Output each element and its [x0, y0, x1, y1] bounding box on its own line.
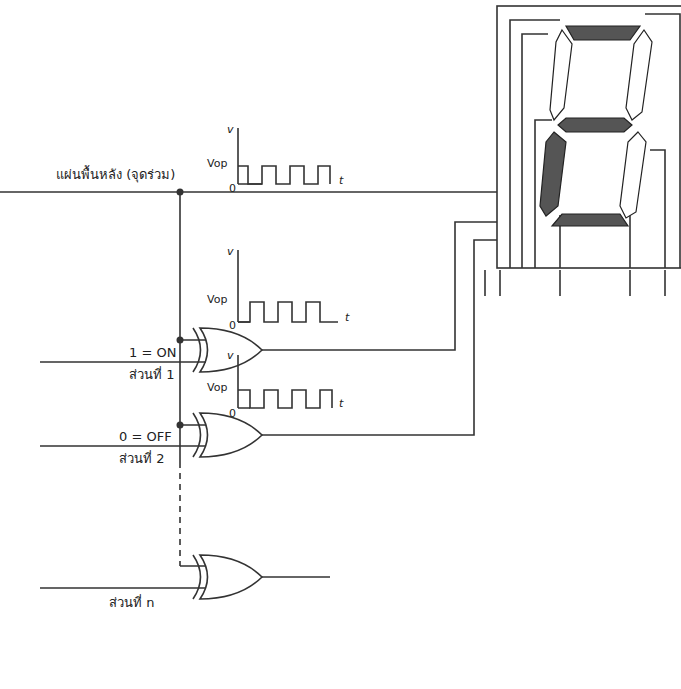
voltage-label: Vop — [206, 382, 228, 395]
segment-name: ส่วนที่ 1 — [128, 368, 175, 383]
waveform-axis — [238, 128, 262, 184]
square-wave — [238, 390, 332, 408]
backplane-line — [0, 191, 497, 193]
segment-g — [558, 118, 632, 132]
square-wave — [238, 166, 330, 184]
seven-segment-digit — [540, 26, 652, 226]
segment-b — [626, 30, 652, 120]
segment-f — [550, 30, 572, 120]
gate-input — [40, 566, 206, 588]
axis-label: 0 — [228, 408, 237, 421]
axis-label: v — [226, 246, 235, 259]
axis-label: v — [226, 124, 235, 137]
common-bus-dashed — [179, 462, 181, 566]
segment-c — [620, 132, 646, 218]
axis-label: t — [344, 312, 350, 325]
segment-e — [540, 132, 566, 216]
display-wire — [650, 150, 665, 268]
input-value: 1 = ON — [128, 346, 177, 361]
backplane-label: แผ่นพื้นหลัง (จุดร่วม) — [55, 168, 176, 183]
junction-dot — [177, 189, 184, 196]
segment-wire — [262, 240, 497, 435]
display-housing — [497, 6, 681, 268]
square-wave — [238, 302, 338, 322]
segment-name: ส่วนที่ 2 — [118, 452, 165, 467]
axis-label: 0 — [228, 320, 237, 333]
segment-name: ส่วนที่ n — [108, 596, 155, 611]
segment-d — [552, 214, 628, 226]
segment-a — [566, 26, 640, 40]
display-pins — [485, 270, 665, 296]
waveform-axis — [238, 250, 250, 322]
voltage-label: Vop — [206, 294, 228, 307]
xor-gate-arc — [193, 555, 201, 599]
segment-wire — [262, 222, 497, 350]
xor-gate-arc — [193, 328, 201, 372]
segment-wire — [262, 576, 330, 578]
xor-gate-arc — [193, 413, 201, 457]
display-wire — [629, 215, 631, 268]
input-value: 0 = OFF — [118, 430, 173, 445]
xor-gate — [200, 328, 262, 372]
axis-label: t — [338, 175, 344, 188]
xor-gate — [200, 555, 262, 599]
axis-label: v — [226, 350, 235, 363]
axis-label: 0 — [228, 183, 237, 196]
junction-dot — [177, 337, 184, 344]
axis-label: t — [338, 398, 344, 411]
junction-dot — [177, 422, 184, 429]
voltage-label: Vop — [206, 158, 228, 171]
waveform-axis — [238, 355, 250, 408]
